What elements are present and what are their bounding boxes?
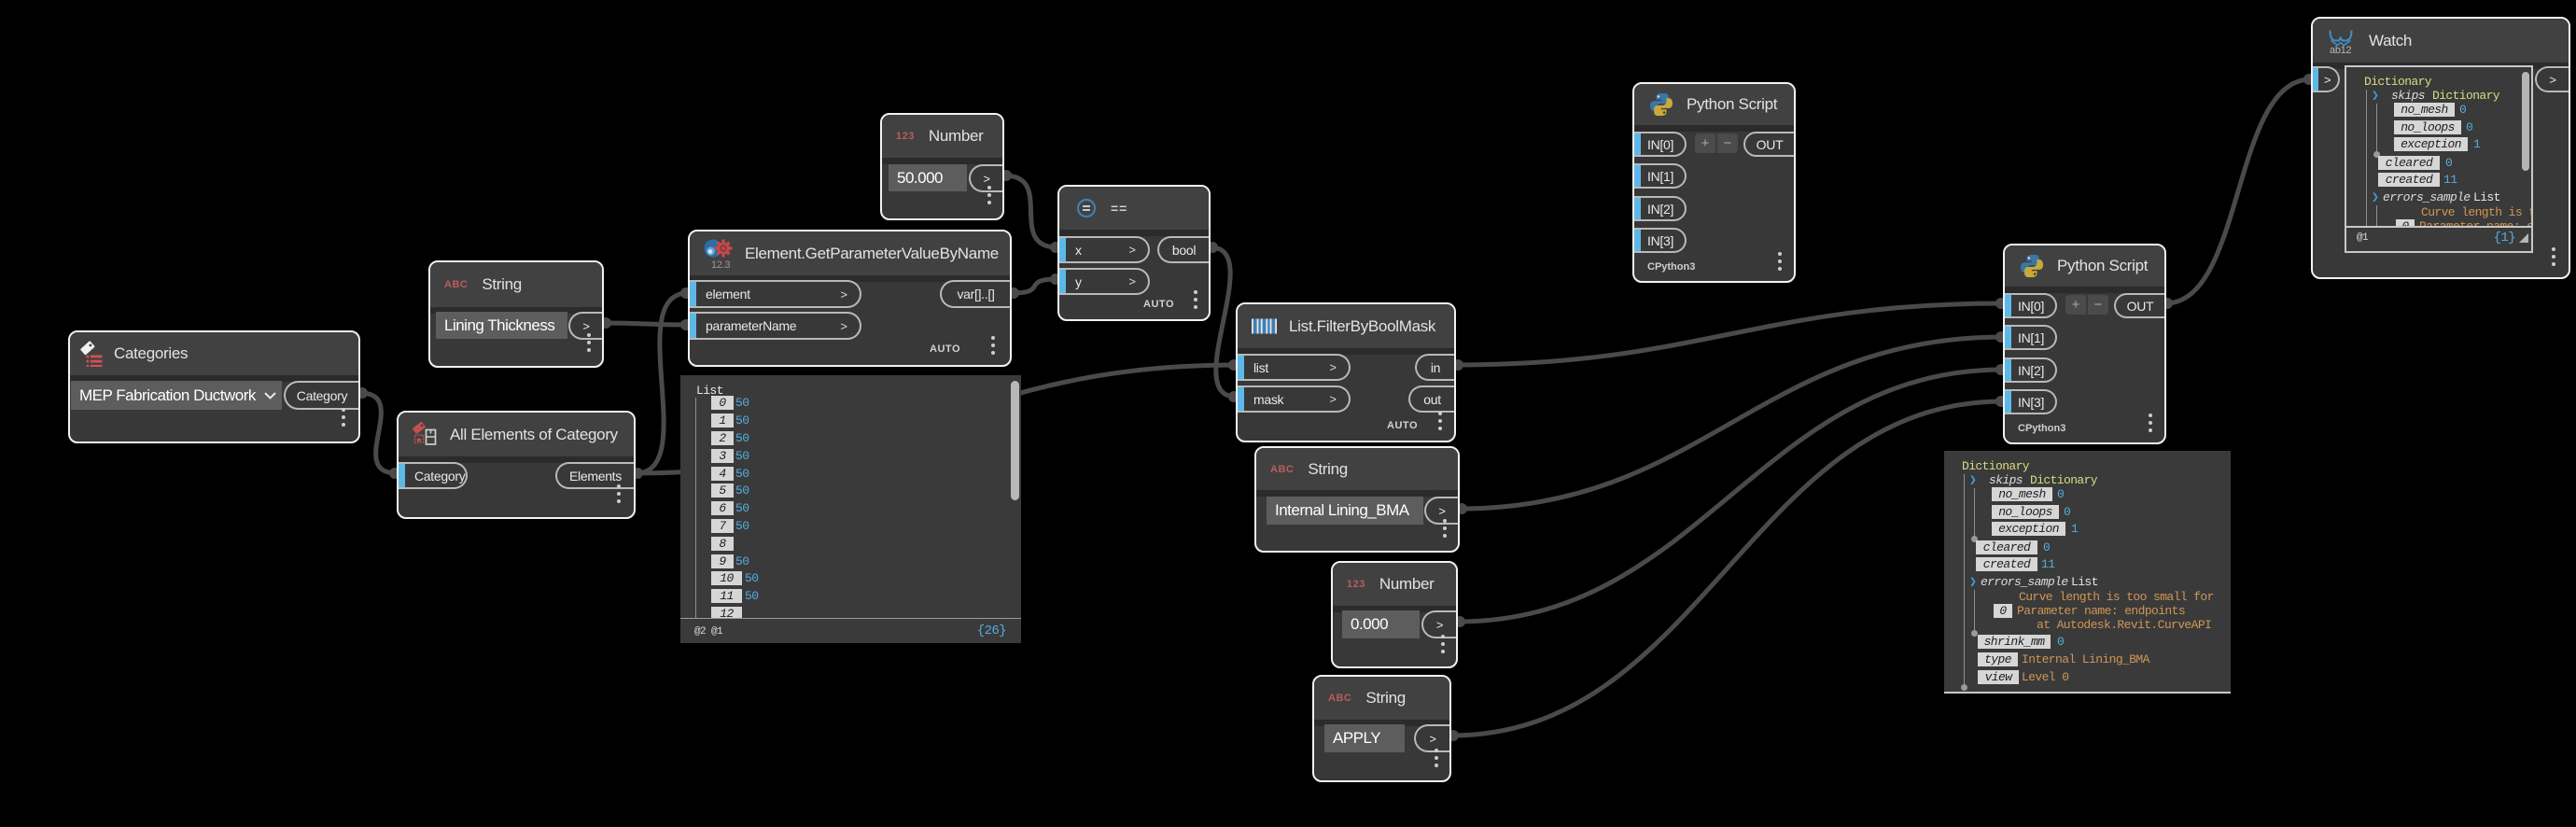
svg-text:12.3: 12.3 bbox=[711, 259, 730, 271]
svg-text:ab12: ab12 bbox=[2330, 45, 2351, 55]
